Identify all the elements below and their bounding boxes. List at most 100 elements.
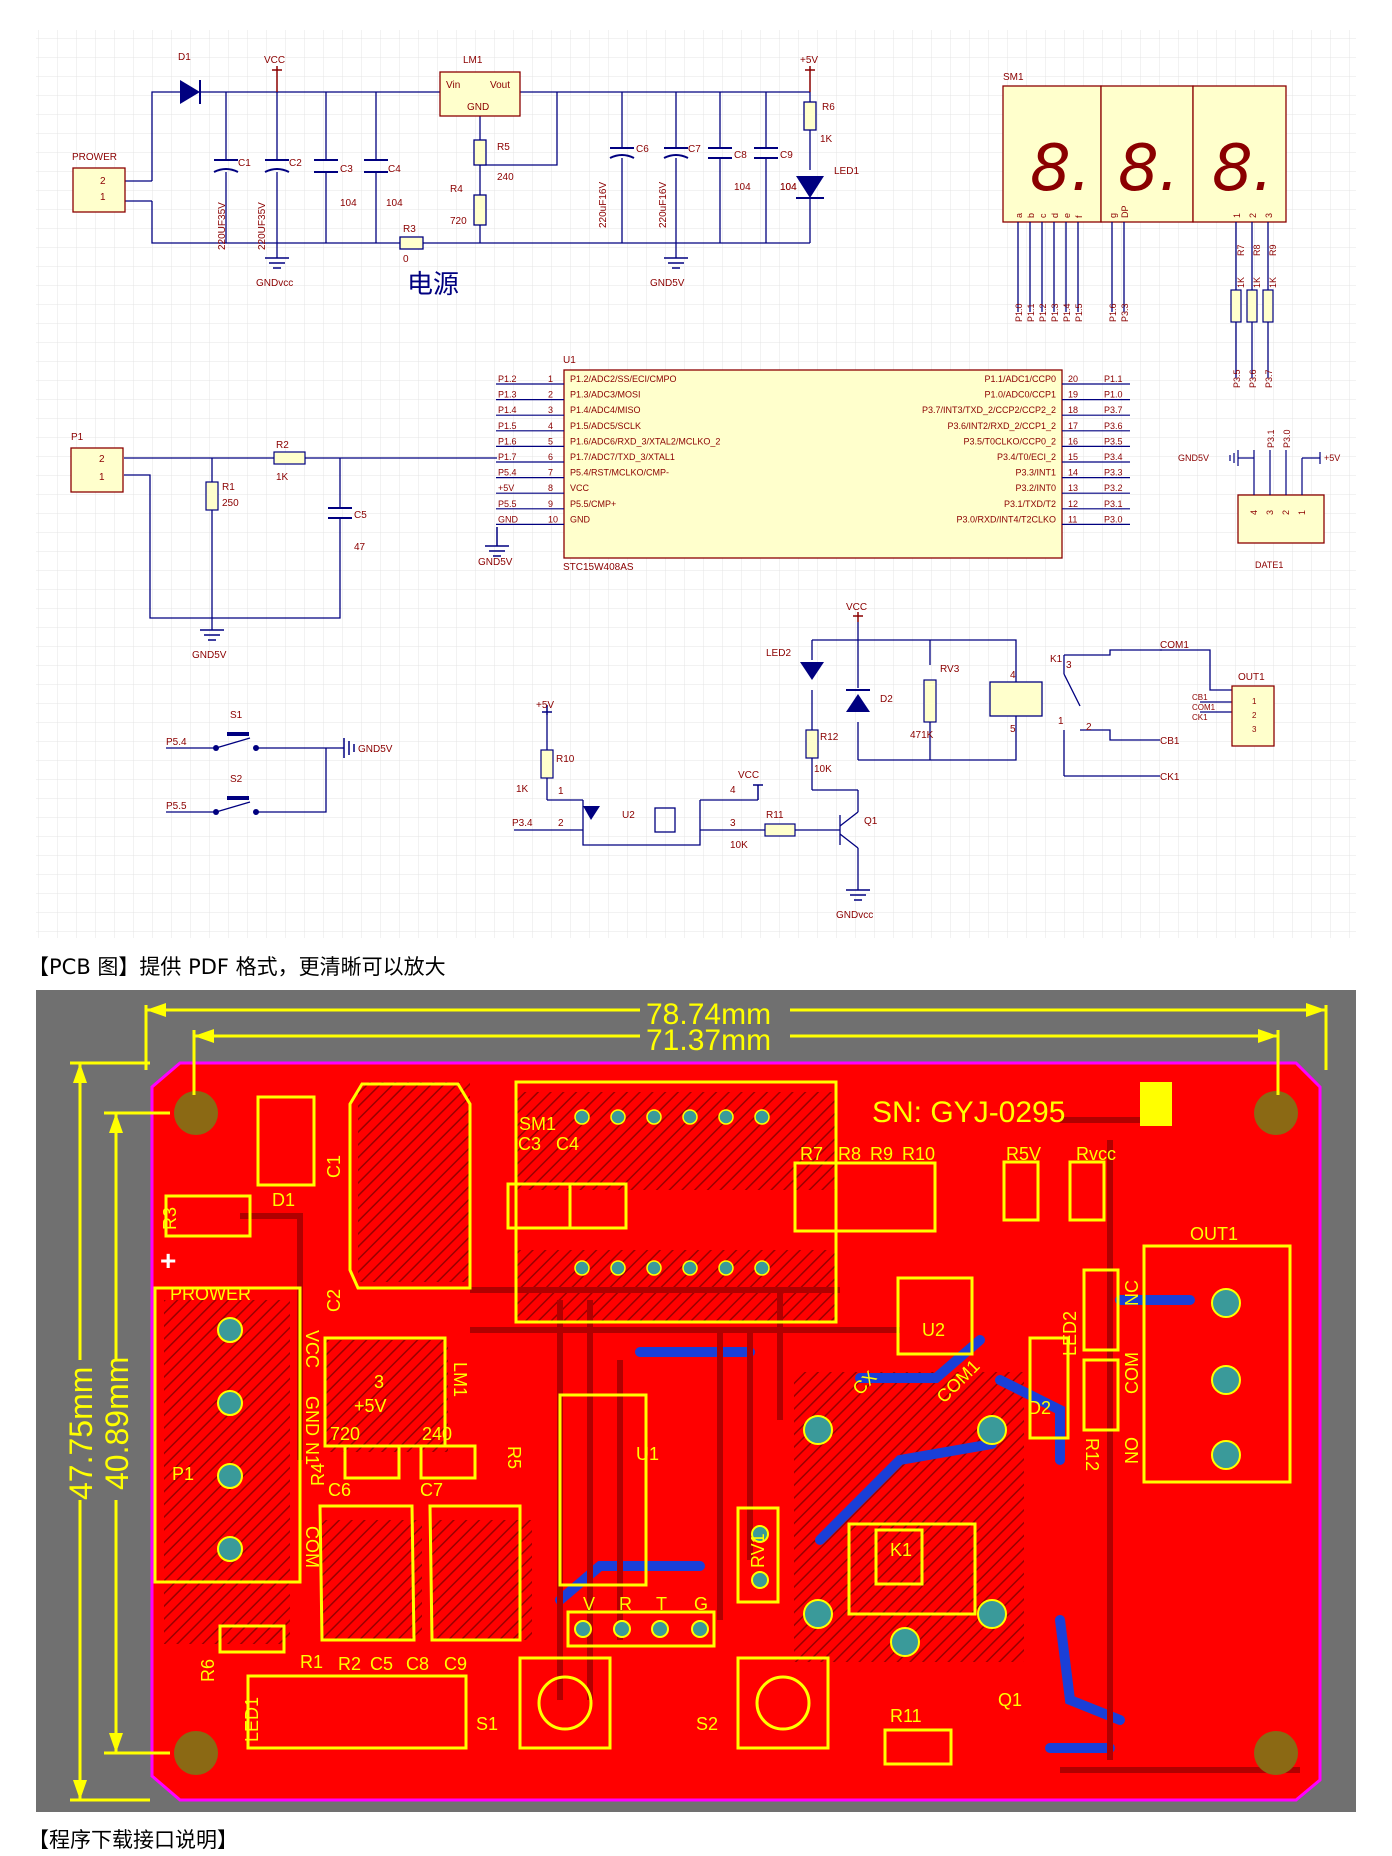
mcu-right-pin-name: P3.2/INT0 — [1015, 483, 1056, 493]
pcb-r4: R4 — [308, 1463, 328, 1486]
seg-e: e — [1062, 213, 1072, 218]
mcu-left-pin-name: P5.4/RST/MCLKO/CMP- — [570, 468, 669, 478]
d1-label: D1 — [178, 52, 191, 63]
mcu-left-pin-name: GND — [570, 514, 591, 524]
mcu-right-pin-net: P3.1 — [1104, 499, 1123, 509]
mcu-left-pin-number: 7 — [548, 468, 553, 478]
r11-value: 10K — [730, 840, 748, 851]
vout-label: Vout — [490, 80, 510, 91]
k1-pin1: 1 — [1058, 716, 1064, 727]
c6-label: C6 — [636, 144, 649, 155]
com-2: 2 — [1248, 213, 1258, 218]
r10-label: R10 — [556, 754, 575, 765]
mcu-right-pin-number: 18 — [1068, 405, 1078, 415]
mcu-right-pin-net: P3.2 — [1104, 483, 1123, 493]
pcb-led2: LED2 — [1060, 1311, 1080, 1356]
input-gnd-label: GND5V — [192, 650, 227, 661]
r1-label: R1 — [222, 482, 235, 493]
r5-value: 240 — [497, 172, 514, 183]
mcu-left-pin-name: P1.2/ADC2/SS/ECI/CMPO — [570, 374, 677, 384]
led1-value: 104 — [780, 182, 797, 193]
pcb-c3: C3 — [518, 1134, 541, 1154]
seg-dp: DP — [1120, 205, 1130, 218]
pcb-c7: C7 — [420, 1480, 443, 1500]
r3-value: 0 — [403, 254, 409, 265]
out1-label: OUT1 — [1238, 672, 1265, 683]
sm1-label: SM1 — [1003, 72, 1024, 83]
mcu-right-pin-number: 11 — [1068, 514, 1077, 524]
power-section — [125, 91, 811, 258]
k1-label: K1 — [1050, 654, 1063, 665]
led2-label: LED2 — [766, 648, 791, 659]
prower-pin1: 1 — [100, 192, 106, 203]
s1-label: S1 — [230, 710, 243, 721]
pcb-r6: R6 — [198, 1659, 218, 1682]
u1-part-label: STC15W408AS — [563, 562, 634, 573]
opto-pin4: 4 — [730, 785, 736, 796]
pcb-c5: C5 — [370, 1654, 393, 1674]
net-p14: P1.4 — [1062, 303, 1072, 322]
pcb-com2: COM — [1122, 1352, 1142, 1394]
date1-label: DATE1 — [1255, 560, 1283, 570]
sm1-pads — [574, 1109, 770, 1276]
opto-pin2: 2 — [558, 818, 564, 829]
pcb-r9: R9 — [870, 1144, 893, 1164]
pcb-no: NO — [1122, 1437, 1142, 1464]
mcu-right-pin-number: 13 — [1068, 483, 1078, 493]
mcu-left-pin-number: 2 — [548, 390, 553, 400]
pcb-r12: R12 — [1082, 1438, 1102, 1471]
lm1-gnd-label: GND — [467, 102, 489, 113]
mcu-right-pin-number: 19 — [1068, 390, 1078, 400]
dim-outer-height: 47.75mm — [63, 1367, 99, 1500]
mcu-left-pin-net: P1.3 — [498, 390, 517, 400]
c5-label: C5 — [354, 510, 367, 521]
r10-value: 1K — [516, 784, 529, 795]
c5-value: 47 — [354, 542, 366, 553]
c9-label: C9 — [780, 150, 793, 161]
q1-gnd-label: GNDvcc — [836, 910, 873, 921]
mcu-right-pin-net: P1.0 — [1104, 390, 1123, 400]
display-section — [1002, 85, 1287, 378]
pcb-nc: NC — [1122, 1280, 1142, 1306]
mcu-left-pin-name: P1.7/ADC7/TXD_3/XTAL1 — [570, 452, 675, 462]
net-p16: P1.6 — [1108, 303, 1118, 322]
pcb-n1: N1 — [302, 1442, 322, 1465]
mcu-right-pin-number: 16 — [1068, 436, 1078, 446]
pcb-d2: D2 — [1028, 1398, 1051, 1418]
pcb-c1: C1 — [324, 1155, 344, 1178]
mcu-left-pin-name: VCC — [570, 483, 590, 493]
date1-connector — [1237, 494, 1325, 544]
pcb-r10: R10 — [902, 1144, 935, 1164]
c9-value: 104 — [780, 182, 797, 193]
seg-a: a — [1014, 213, 1024, 218]
date-pin2: 2 — [1281, 510, 1291, 515]
mcu-left-pin-net: P5.5 — [498, 499, 517, 509]
prower-label: PROWER — [72, 152, 117, 163]
led1-label: LED1 — [834, 166, 859, 177]
r4-resistor — [473, 194, 487, 226]
mcu-left-pin-net: P1.5 — [498, 421, 517, 431]
out1-net-cb1: CB1 — [1192, 693, 1208, 702]
gnd5v-label: GND5V — [650, 278, 685, 289]
pcb-pads — [217, 1288, 1241, 1657]
c7-label: C7 — [688, 144, 701, 155]
opto-p34-net: P3.4 — [512, 818, 533, 829]
digit-3: 8. — [1212, 132, 1273, 206]
opto-led-symbol — [583, 806, 600, 820]
button-circles — [537, 1675, 811, 1731]
net-p13: P1.3 — [1050, 303, 1060, 322]
r9-value: 1K — [1268, 277, 1278, 288]
mcu-left-pin-net: P1.4 — [498, 405, 517, 415]
mcu-right-pin-net: P3.0 — [1104, 514, 1123, 524]
pcb-caption: 【PCB 图】提供 PDF 格式，更清晰可以放大 — [28, 955, 446, 979]
dimension-lines — [70, 1005, 1328, 1802]
c7-value: 220uF16V — [658, 182, 669, 228]
k1-pin2: 2 — [1086, 722, 1092, 733]
opto-pin3: 3 — [730, 818, 736, 829]
r11-label: R11 — [766, 810, 784, 821]
silkscreen — [153, 1080, 1292, 1766]
power-section-title: 电源 — [407, 270, 459, 300]
r3-resistor — [399, 236, 424, 250]
pcb-t: T — [656, 1594, 667, 1614]
r3-label: R3 — [403, 224, 416, 235]
